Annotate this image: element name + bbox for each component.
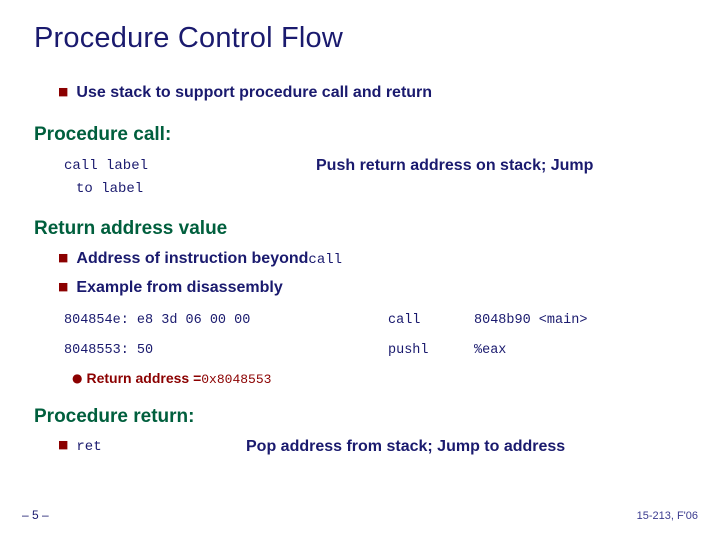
disasm-row-2-mnemonic: pushl [388, 343, 429, 358]
intro-bullet-row: ■ Use stack to support procedure call an… [58, 84, 432, 102]
square-bullet-icon: ■ [58, 85, 69, 98]
intro-bullet-label: Use stack to support procedure call and … [76, 84, 432, 102]
return-address-item-2-text: Example from disassembly [76, 279, 283, 296]
return-address-value-label: Return address = [86, 370, 202, 386]
call-code-line-1: call label [64, 158, 149, 174]
return-address-value: 0x8048553 [201, 372, 272, 387]
section-return-address-heading: Return address value [34, 218, 228, 239]
call-note: Push return address on stack; Jump [316, 157, 594, 174]
disasm-row-2-operand: %eax [474, 343, 507, 358]
return-address-item-1: ■ Address of instruction beyond call [58, 250, 342, 268]
square-bullet-icon: ■ [58, 280, 69, 293]
disasm-row-2-address: 8048553: 50 [64, 343, 154, 358]
intro-bullet-text: Use stack to support procedure call and … [76, 84, 433, 101]
disasm-row-1-operand: 8048b90 <main> [474, 313, 588, 328]
return-address-item-2: ■ Example from disassembly [58, 279, 283, 297]
return-address-item-1-code: call [308, 252, 343, 268]
square-bullet-icon: ■ [58, 438, 69, 451]
section-procedure-return-heading: Procedure return: [34, 406, 195, 427]
return-address-item-1-text: Address of instruction beyond [76, 250, 309, 267]
page-title: Procedure Control Flow [34, 22, 344, 54]
disasm-row-1-mnemonic: call [388, 313, 421, 328]
call-code-line-2: to label [76, 181, 144, 197]
procedure-return-item: ■ ret [58, 439, 102, 455]
return-address-value-row: ● Return address = 0x8048553 [72, 370, 271, 387]
footer-course-label: 15-213, F'06 [636, 510, 698, 522]
procedure-return-note: Pop address from stack; Jump to address [246, 438, 566, 455]
dot-bullet-icon: ● [72, 371, 83, 385]
procedure-return-code: ret [76, 439, 102, 455]
footer-page-number: – 5 – [22, 508, 49, 522]
section-procedure-call-heading: Procedure call: [34, 124, 172, 145]
square-bullet-icon: ■ [58, 251, 69, 264]
disasm-row-1-address: 804854e: e8 3d 06 00 00 [64, 313, 251, 328]
